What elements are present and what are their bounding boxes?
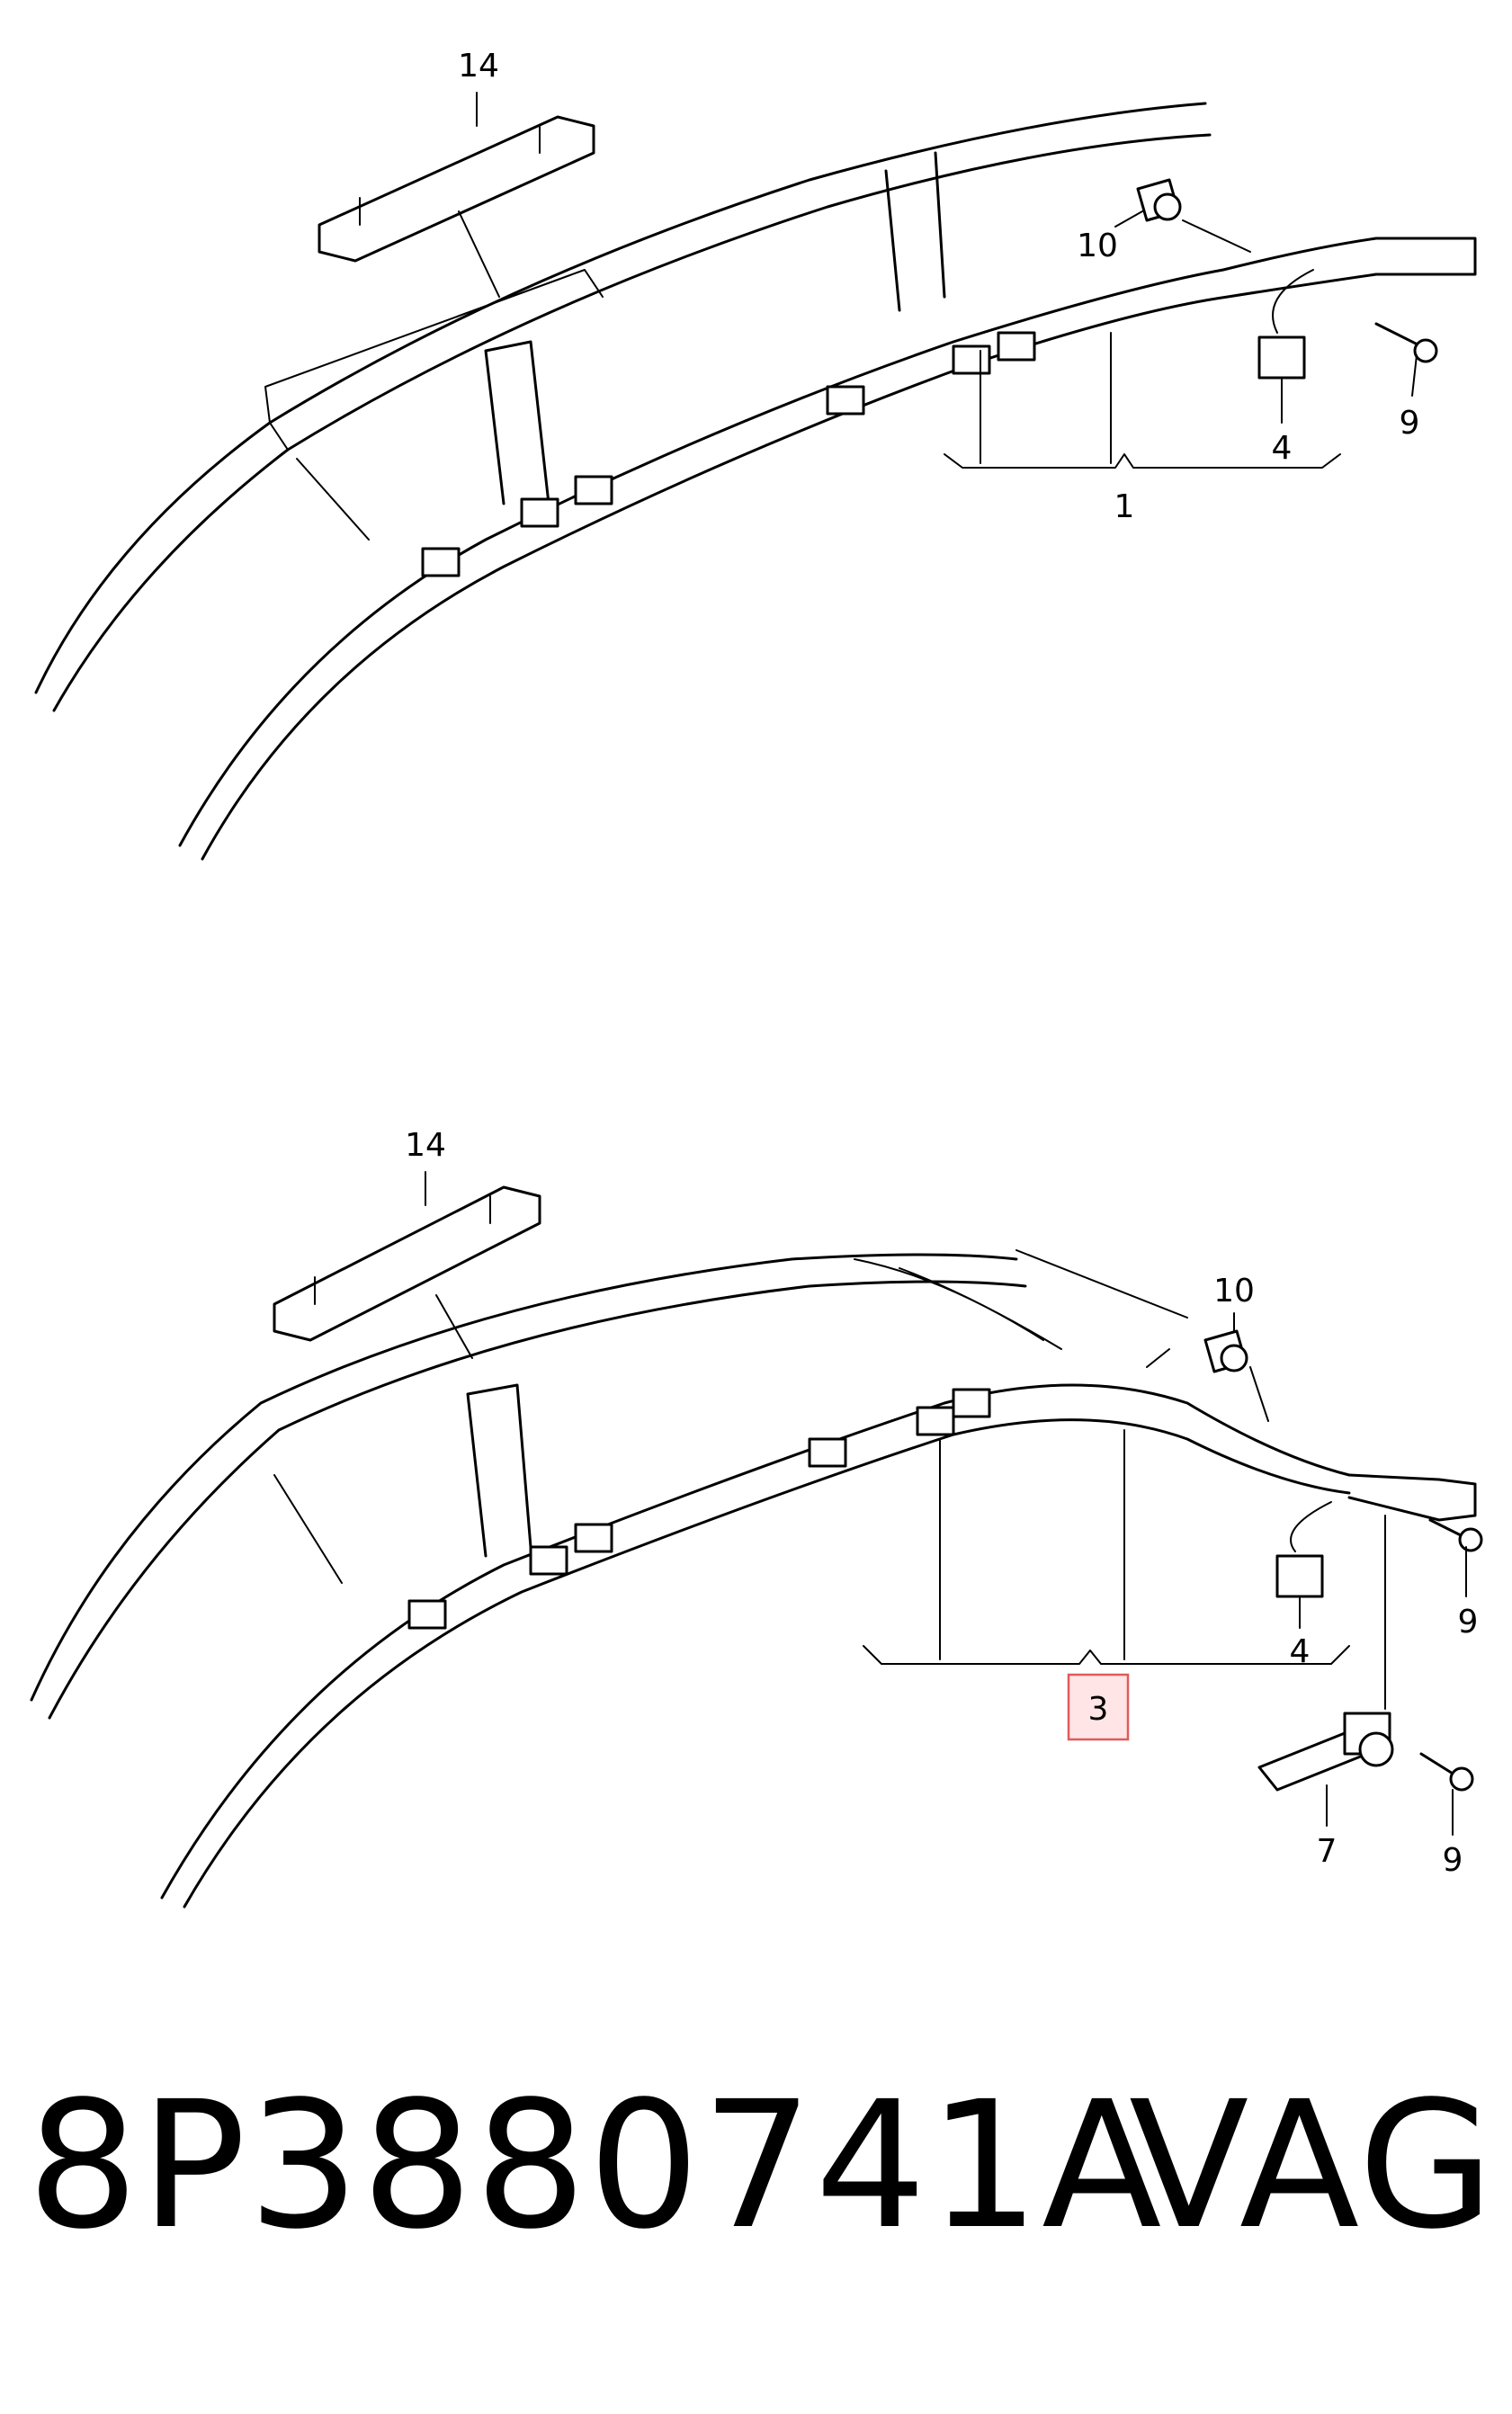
brand-name: VAG <box>1129 2063 1496 2267</box>
upper-trim-14 <box>318 115 595 263</box>
lower-bolt-10 <box>1203 1329 1248 1373</box>
lower-callout-9-bottom: 9 <box>1443 1842 1463 1879</box>
lower-callout-14: 14 <box>405 1127 446 1164</box>
lower-inflator-7 <box>1257 1712 1394 1792</box>
upper-callout-4: 4 <box>1272 430 1293 467</box>
lower-screw-9-bottom <box>1419 1752 1474 1792</box>
upper-screw-9 <box>1374 322 1438 363</box>
lower-connector-4 <box>1275 1501 1332 1598</box>
lower-callout-7: 7 <box>1317 1833 1338 1870</box>
lower-callout-10: 10 <box>1213 1273 1255 1310</box>
lower-callout-3: 3 <box>1088 1691 1109 1728</box>
upper-callout-10: 10 <box>1077 228 1118 264</box>
upper-view: 14 10 4 9 1 <box>34 48 1477 861</box>
upper-callout-14: 14 <box>458 48 499 85</box>
lower-callout-4: 4 <box>1290 1633 1311 1670</box>
upper-callout-9: 9 <box>1400 405 1420 442</box>
lower-screw-9-top <box>1428 1518 1483 1552</box>
upper-bolt-10 <box>1136 178 1182 222</box>
upper-callout-1: 1 <box>1114 488 1135 525</box>
upper-airbag-clips <box>421 331 1036 577</box>
highlight-box <box>1067 1673 1130 1741</box>
lower-callout-9-top: 9 <box>1458 1604 1479 1641</box>
lower-airbag-clips <box>407 1388 991 1630</box>
part-number: 8P3880741A <box>27 2063 1164 2267</box>
lower-trim-14 <box>273 1185 541 1342</box>
upper-connector-4 <box>1257 269 1314 380</box>
lower-view: 14 10 4 9 3 7 9 <box>30 1127 1483 1909</box>
